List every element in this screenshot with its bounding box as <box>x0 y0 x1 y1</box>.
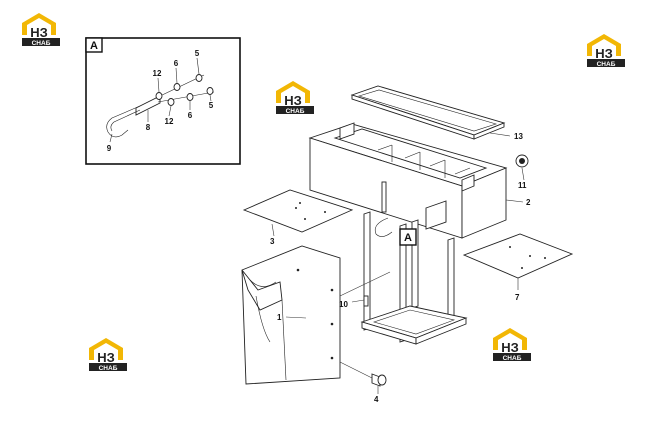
callout-1: 1 <box>277 313 282 322</box>
logo-top-left: НЗ СНАБ <box>22 13 60 47</box>
logo-mark-text: НЗ <box>595 46 613 61</box>
logo-mark-text: НЗ <box>284 93 302 108</box>
hook-part <box>106 105 141 138</box>
logo-mark-text: НЗ <box>30 25 48 40</box>
plate-part-7: 7 <box>462 233 574 302</box>
callout-2: 2 <box>526 198 531 207</box>
callout-5-lower: 5 <box>209 101 214 110</box>
logo-word-text: СНАБ <box>286 108 305 115</box>
callout-7: 7 <box>515 293 520 302</box>
detail-a-marker <box>399 228 417 246</box>
bolt-part-10: 10 <box>339 295 369 309</box>
logo-word-text: СНАБ <box>503 355 522 362</box>
logo-bottom-left: НЗ СНАБ <box>89 338 127 372</box>
nut-6-upper <box>173 83 181 91</box>
inset-label: A <box>90 40 98 52</box>
callout-3: 3 <box>270 237 275 246</box>
cap-part-11: 11 <box>515 154 529 190</box>
housing-part-2: 2 <box>308 122 531 239</box>
logo-mark-text: НЗ <box>501 340 519 355</box>
callout-6-upper: 6 <box>174 59 179 68</box>
plate-part-3: 3 <box>242 189 354 246</box>
callout-13: 13 <box>514 132 523 141</box>
bolt-part-4: 4 <box>339 361 387 404</box>
washer-12-lower <box>167 98 175 106</box>
cover-part-1: 1 <box>241 245 391 385</box>
logo-word-text: СНАБ <box>99 365 118 372</box>
detail-inset-a: A 12 6 5 12 6 5 8 9 <box>85 37 241 165</box>
logo-top-right: НЗ СНАБ <box>587 34 625 68</box>
logo-word-text: СНАБ <box>32 40 51 47</box>
callout-10: 10 <box>339 300 348 309</box>
nut-5-upper <box>195 74 203 82</box>
logo-mark-text: НЗ <box>97 350 115 365</box>
logo-center: НЗ СНАБ <box>276 81 314 115</box>
callout-8: 8 <box>146 123 151 132</box>
logo-bottom-right: НЗ СНАБ <box>493 328 531 362</box>
callout-12-upper: 12 <box>153 69 162 78</box>
callout-5-upper: 5 <box>195 49 200 58</box>
bracket-plate <box>135 95 161 116</box>
callout-4: 4 <box>374 395 379 404</box>
washer-12-upper <box>155 92 163 100</box>
nut-6-lower <box>186 93 194 101</box>
logo-word-text: СНАБ <box>597 61 616 68</box>
nut-5-lower <box>206 87 214 95</box>
callout-11: 11 <box>518 181 527 190</box>
lid-part-13: 13 <box>350 85 523 141</box>
callout-6-lower: 6 <box>188 111 193 120</box>
callout-12-lower: 12 <box>165 117 174 126</box>
callout-9: 9 <box>107 144 112 153</box>
marker-label: A <box>404 232 412 244</box>
support-frame: A <box>360 200 468 345</box>
